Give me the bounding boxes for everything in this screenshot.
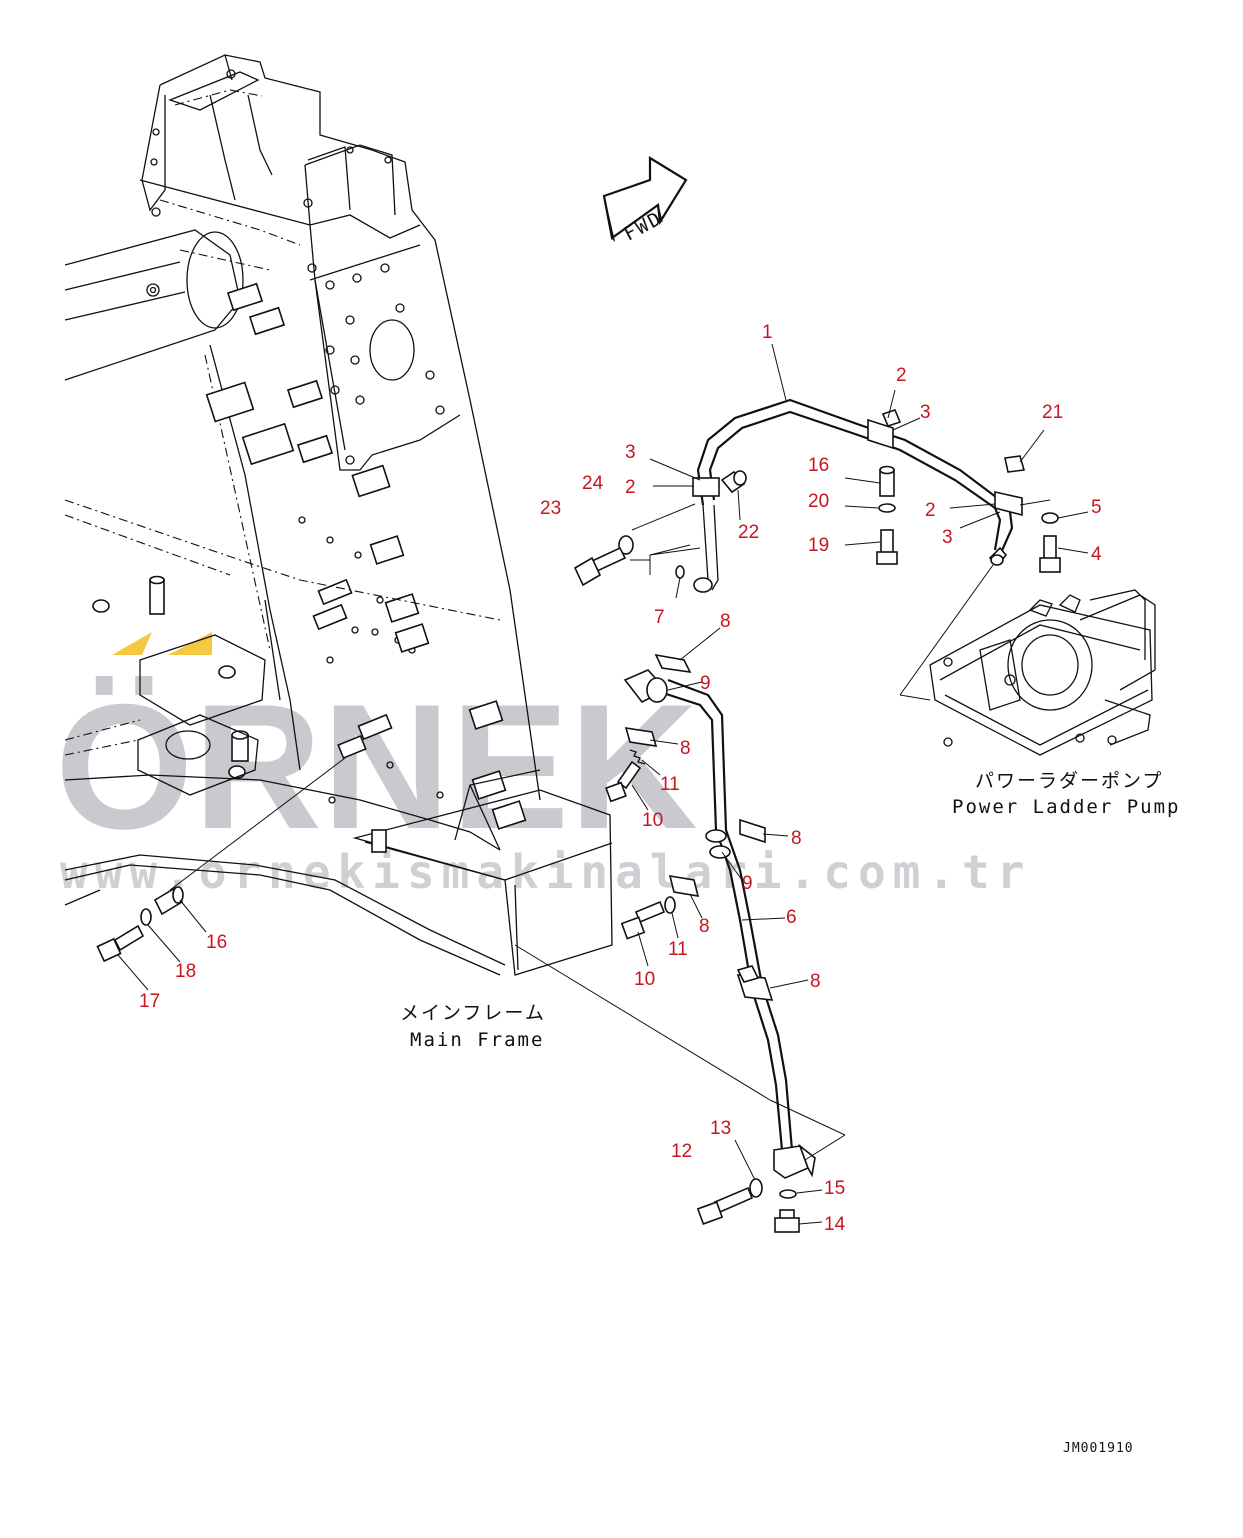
callout-17: 17: [139, 991, 160, 1012]
power-ladder-pump-drawing: [929, 589, 1156, 756]
callout-3: 3: [625, 442, 636, 463]
forward-arrow: FWD: [602, 156, 688, 246]
callout-8: 8: [810, 971, 821, 992]
callout-8: 8: [791, 828, 802, 849]
hose-1: [692, 398, 1026, 593]
leader-lines: [117, 343, 1089, 1225]
callout-3: 3: [920, 402, 931, 423]
callout-7: 7: [654, 607, 665, 628]
watermark: ÖRNEK www.ornekismakinalari.com.tr: [55, 632, 1031, 899]
callout-9: 9: [742, 873, 753, 894]
callout-6: 6: [786, 907, 797, 928]
callout-8: 8: [699, 916, 710, 937]
main-frame-caption-en: Main Frame: [410, 1029, 544, 1051]
watermark-url: www.ornekismakinalari.com.tr: [60, 845, 1031, 899]
callout-1: 1: [762, 322, 773, 343]
callout-3: 3: [942, 527, 953, 548]
callout-21: 21: [1042, 402, 1063, 423]
main-frame-drawing: [64, 54, 613, 976]
callout-20: 20: [808, 491, 829, 512]
hose-6: [623, 669, 816, 1179]
frame-mount-pad: [139, 634, 266, 726]
callout-9: 9: [700, 673, 711, 694]
callout-18: 18: [175, 961, 196, 982]
callout-10: 10: [642, 810, 663, 831]
callout-24: 24: [582, 473, 604, 494]
callout-16: 16: [206, 932, 227, 953]
callout-22: 22: [738, 522, 759, 543]
callout-8: 8: [720, 611, 731, 632]
captions: メインフレーム Main Frame パワーラダーポンプ Power Ladde…: [400, 770, 1180, 1456]
main-frame-caption-jp: メインフレーム: [400, 1002, 546, 1024]
frame-fittings: [92, 282, 527, 830]
callout-5: 5: [1091, 497, 1102, 518]
callout-11: 11: [660, 774, 680, 795]
callout-2: 2: [896, 365, 907, 386]
pump-caption-en: Power Ladder Pump: [952, 796, 1180, 818]
drawing-code: JM001910: [1063, 1441, 1134, 1456]
callout-19: 19: [808, 535, 829, 556]
callout-4: 4: [1091, 544, 1102, 565]
callout-13: 13: [710, 1118, 731, 1139]
callout-16: 16: [808, 455, 829, 476]
callout-10: 10: [634, 969, 655, 990]
callout-11: 11: [668, 939, 688, 960]
callout-2: 2: [925, 500, 936, 521]
pump-caption-jp: パワーラダーポンプ: [975, 770, 1163, 792]
watermark-accent-left: [112, 632, 152, 655]
frame-holes: [150, 128, 445, 804]
callout-8: 8: [680, 738, 691, 759]
callout-12: 12: [671, 1141, 692, 1162]
callout-23: 23: [540, 498, 561, 519]
callout-14: 14: [824, 1214, 846, 1235]
callout-2: 2: [625, 477, 636, 498]
callout-15: 15: [824, 1178, 845, 1199]
callout-numbers: 1 2 3 21 3 2 24 23 22 16 20 19 2 3 5 4 7…: [139, 322, 1102, 1235]
